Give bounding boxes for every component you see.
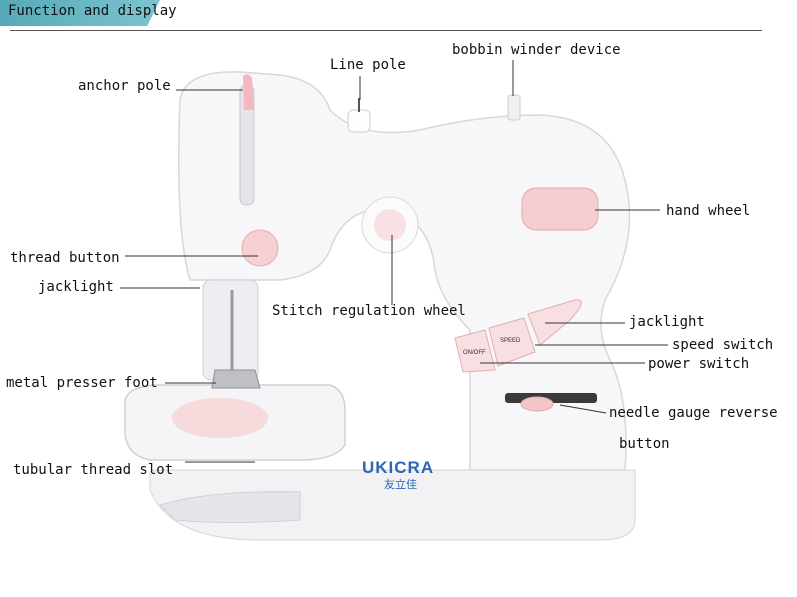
leader-lines <box>120 60 668 463</box>
page-title: Function and display <box>8 3 177 19</box>
label-speed-switch: speed switch <box>672 337 774 353</box>
label-metal-presser-foot: metal presser foot <box>6 375 158 391</box>
label-thread-button: thread button <box>10 250 120 266</box>
label-needle-gauge-reverse: needle gauge reverse <box>609 405 778 421</box>
header-divider <box>10 30 762 31</box>
label-line-pole: Line pole <box>330 57 406 73</box>
anchor-pole-icon <box>243 74 254 110</box>
power-button-icon <box>454 329 496 373</box>
label-power-switch: power switch <box>648 356 750 372</box>
speed-button-text: SPEED <box>500 338 521 344</box>
label-bobbin-winder: bobbin winder device <box>452 42 621 58</box>
header-bar <box>0 0 160 26</box>
brand-logo: UKICRA 友立佳 <box>362 458 434 492</box>
light-button-icon <box>527 299 582 346</box>
presser-foot-icon <box>211 369 261 389</box>
label-tubular-thread-slot: tubular thread slot <box>13 462 174 478</box>
bobbin-winder-icon <box>507 94 521 121</box>
label-hand-wheel: hand wheel <box>666 203 751 219</box>
label-jacklight-right: jacklight <box>629 314 705 330</box>
pink-plate-icon <box>172 398 268 438</box>
label-jacklight-left: jacklight <box>38 279 114 295</box>
label-anchor-pole: anchor pole <box>78 78 171 94</box>
machine-base-icon <box>149 469 636 541</box>
speed-button-icon <box>488 317 536 367</box>
label-stitch-regulation-wheel: Stitch regulation wheel <box>272 303 466 319</box>
brand-name-cn: 友立佳 <box>384 479 417 491</box>
thread-button-icon <box>241 229 279 267</box>
onoff-button-text: ON/OFF <box>463 350 486 356</box>
brand-name: UKICRA <box>362 458 435 477</box>
label-button: button <box>619 436 670 452</box>
hand-wheel-icon <box>521 187 599 231</box>
line-pole-icon <box>347 109 371 133</box>
